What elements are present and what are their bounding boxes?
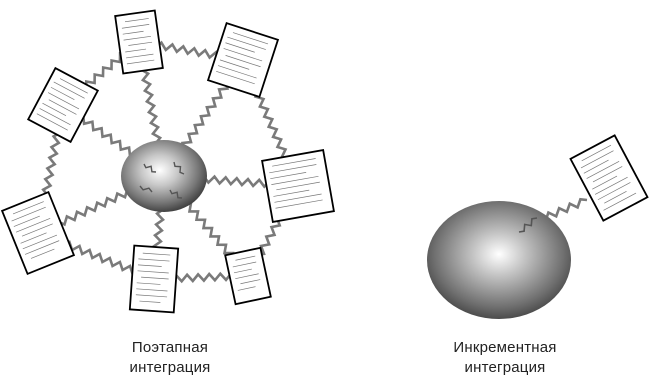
left-hub-sphere-icon <box>121 140 207 212</box>
caption-left-line1: Поэтапная <box>131 339 209 356</box>
caption-left: Поэтапная интеграция <box>90 338 250 378</box>
sphere-icon <box>121 140 207 212</box>
document-left-lower <box>0 190 76 276</box>
caption-right: Инкрементная интеграция <box>420 338 590 378</box>
document-top-right <box>206 21 280 99</box>
sphere-connector-mark-1 <box>143 163 157 173</box>
right-hub-sphere-icon <box>427 201 571 319</box>
left-documents <box>0 9 335 314</box>
caption-right-line2: интеграция <box>464 359 546 376</box>
document-incremental <box>569 134 649 222</box>
document-top <box>114 9 164 75</box>
sphere-connector-mark-4 <box>169 189 183 199</box>
sphere-connector-mark-2 <box>173 161 185 175</box>
sphere-connector-mark-3 <box>139 185 153 193</box>
document-bottom <box>128 244 180 314</box>
document-right <box>261 149 335 223</box>
caption-left-line2: интеграция <box>129 359 211 376</box>
sphere-connector-mark <box>518 217 538 233</box>
right-documents <box>569 134 649 222</box>
document-bottom-right <box>224 246 272 306</box>
caption-right-line1: Инкрементная <box>453 339 557 356</box>
sphere-icon <box>427 201 571 319</box>
document-left-upper <box>26 66 100 144</box>
